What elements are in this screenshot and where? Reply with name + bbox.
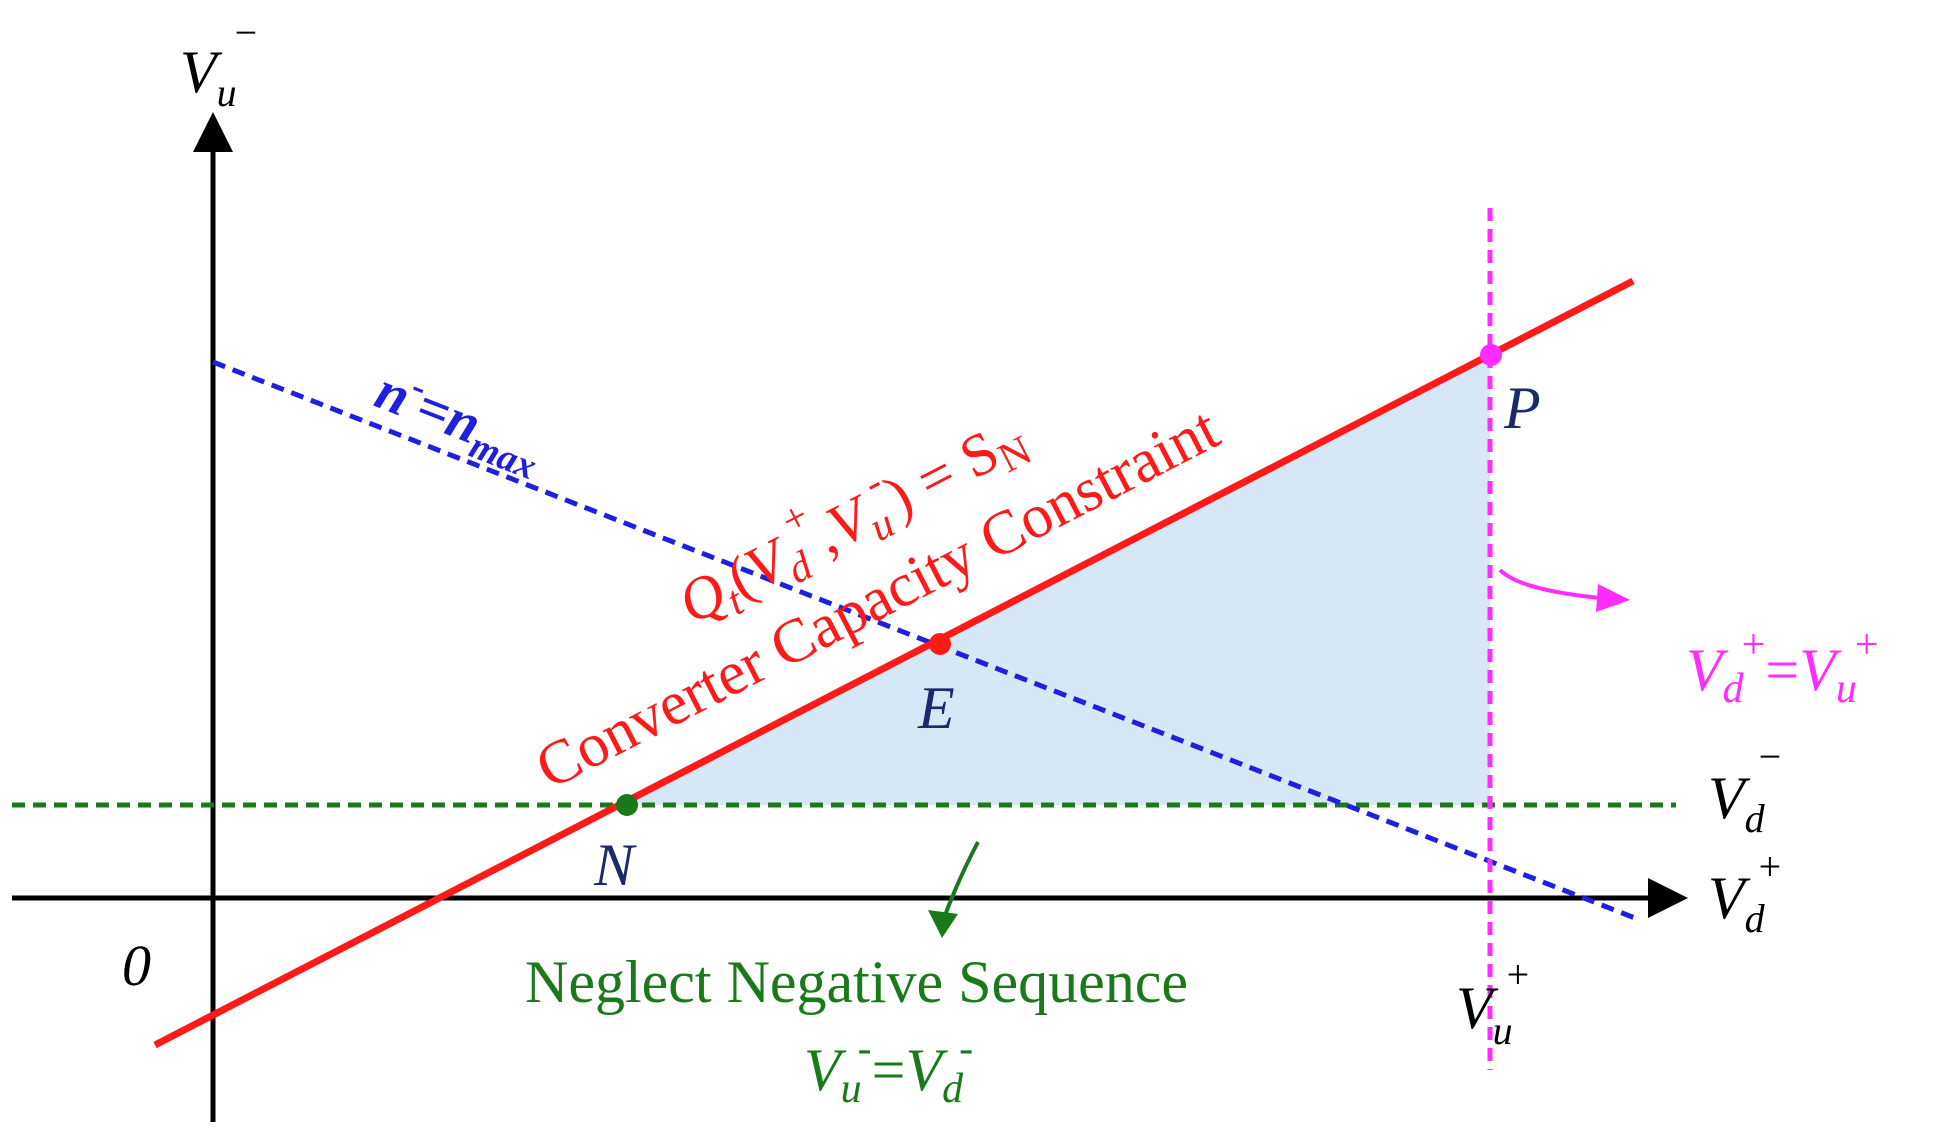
positive-sequence-equation: Vd+=Vu+	[1686, 622, 1879, 712]
x-axis-arrowhead	[1648, 878, 1688, 918]
capacity-constraint-line	[153, 277, 1635, 1049]
point-p-label: P	[1503, 375, 1541, 441]
negative-sequence-caption: Neglect Negative Sequence	[525, 949, 1188, 1015]
origin-label: 0	[122, 933, 151, 998]
y-axis-arrowhead	[193, 112, 233, 152]
green-arrowhead	[928, 910, 958, 938]
magenta-direction-arrow	[1498, 568, 1601, 600]
green-direction-arrow	[942, 841, 980, 919]
svg-text:n-=nmax: n-=nmax	[364, 354, 554, 488]
point-p-marker	[1480, 344, 1502, 366]
point-n-marker	[616, 794, 638, 816]
vd-minus-label: Vd−	[1708, 734, 1781, 841]
negative-sequence-equation: Vu-=Vd-	[804, 1026, 973, 1112]
point-e-label: E	[917, 675, 955, 741]
magenta-arrowhead	[1596, 584, 1630, 612]
n-max-line	[212, 359, 1641, 923]
n-max-label: n-=nmax	[364, 354, 554, 488]
x-axis-label: Vd+	[1708, 844, 1781, 941]
point-n-label: N	[593, 832, 637, 898]
vu-plus-label: Vu+	[1456, 952, 1529, 1053]
y-axis-label: Vu−	[180, 10, 257, 115]
point-e-marker	[929, 633, 951, 655]
